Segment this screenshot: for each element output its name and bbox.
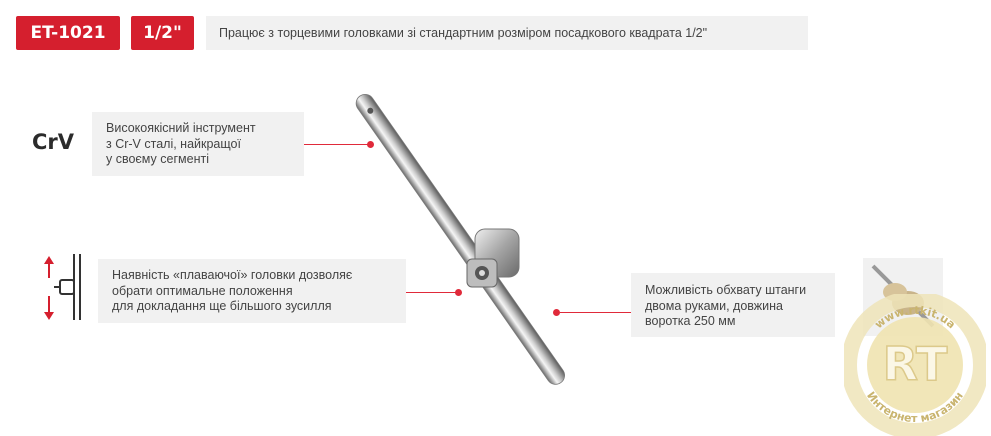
floating-head-callout-dot <box>455 289 462 296</box>
grip-line-1: Можливість обхвату штанги <box>645 283 807 297</box>
drive-size-badge: 1/2" <box>131 16 194 50</box>
grip-line-3: воротка 250 мм <box>645 314 736 328</box>
grip-callout-line <box>560 312 631 313</box>
floating-head-feature-box: Наявність «плаваючої» головки дозволяє о… <box>98 259 406 323</box>
floating-head-line-1: Наявність «плаваючої» головки дозволяє <box>112 268 353 282</box>
quality-line-2: з Cr-V сталі, найкращої <box>106 136 241 151</box>
product-code-badge: ET-1021 <box>16 16 120 50</box>
material-label: CrV <box>32 130 75 154</box>
sliding-head-icon <box>44 254 81 320</box>
grip-callout-dot <box>553 309 560 316</box>
quality-feature-box: Високоякісний інструмент з Cr-V сталі, н… <box>92 112 304 176</box>
grip-feature-box: Можливість обхвату штанги двома руками, … <box>631 273 835 337</box>
header-description: Працює з торцевими головками зі стандарт… <box>206 16 808 50</box>
t-handle-tool-illustration <box>355 93 565 385</box>
floating-head-callout-line <box>406 292 458 293</box>
grip-line-2: двома руками, довжина <box>645 298 783 313</box>
quality-callout-line <box>304 144 370 145</box>
quality-callout-dot <box>367 141 374 148</box>
floating-head-line-2: обрати оптимальне положення <box>112 283 293 298</box>
rt-watermark-logo: RT www.rtkit.ua Интернет магазин <box>844 294 986 436</box>
watermark-letters: RT <box>883 337 948 391</box>
quality-line-1: Високоякісний інструмент <box>106 121 256 135</box>
floating-head-line-3: для докладання ще більшого зусилля <box>112 299 332 313</box>
quality-line-3: у своєму сегменті <box>106 152 209 166</box>
